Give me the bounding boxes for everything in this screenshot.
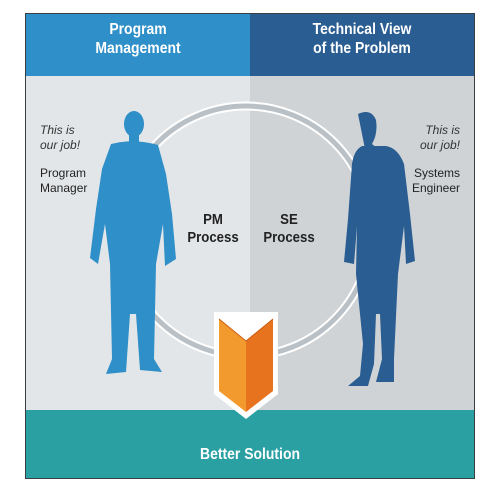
- header-right-title: Technical View of the Problem: [312, 21, 412, 57]
- se-process-label: SE Process: [263, 211, 315, 246]
- program-manager-label: Program Manager: [40, 166, 88, 195]
- systems-engineer-silhouette: [344, 112, 415, 386]
- better-solution-chevron: [214, 312, 278, 419]
- chevron-left-half: [219, 319, 246, 412]
- left-tagline: This is our job!: [40, 123, 81, 152]
- header-technical-view: [250, 14, 474, 76]
- header-left-title: Program Management: [95, 21, 181, 57]
- systems-engineer-label: Systems Engineer: [411, 166, 460, 195]
- program-manager-silhouette: [90, 111, 176, 374]
- header-program-management: [26, 14, 250, 76]
- diagram-frame: Program Management Technical View of the…: [25, 13, 475, 479]
- footer-bar: [26, 410, 474, 478]
- footer-label: Better Solution: [200, 446, 300, 463]
- chevron-right-half: [246, 319, 273, 412]
- right-tagline: This is our job!: [419, 123, 460, 152]
- diagram-artwork: [90, 101, 415, 419]
- pm-process-label: PM Process: [187, 211, 239, 246]
